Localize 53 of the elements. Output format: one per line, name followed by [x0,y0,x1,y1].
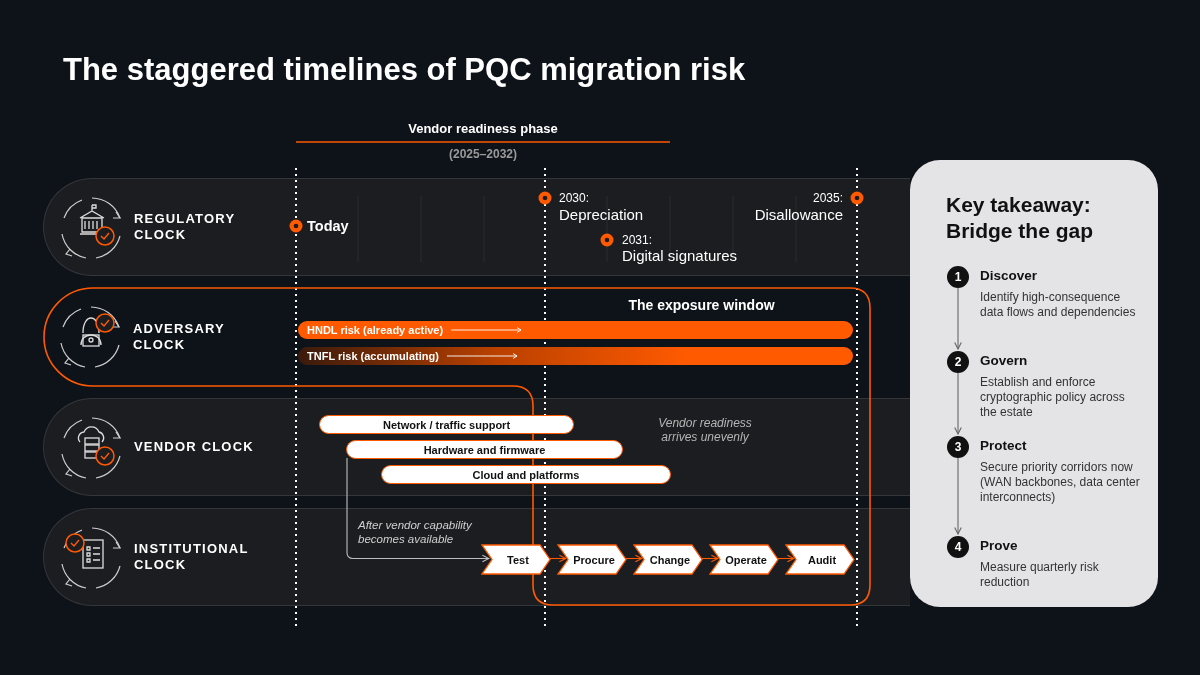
arrow [549,554,567,563]
arrow [954,287,962,350]
step-heading: Prove [980,538,1018,553]
timeline-label: 2031: [622,233,653,248]
process-step: Change [633,544,703,575]
step-description: Establish and enforce cryptographic policy across the estate [980,375,1126,420]
arrow [625,554,643,563]
timeline-label: Digital signatures [622,247,738,265]
timeline-label: Depreciation [559,206,644,224]
process-step: Test [481,544,551,575]
step-number: 4 [947,536,969,558]
timeline-label: 2035: [811,191,843,206]
panel-heading: Key takeaway: Bridge the gap [946,192,1094,244]
arrow [701,554,719,563]
band-title: INSTITUTIONAL CLOCK [134,541,250,573]
process-step: Procure [557,544,627,575]
step-number: 1 [947,266,969,288]
timeline-label: 2030: [559,191,590,206]
readiness-bar: Hardware and firmware [346,440,623,459]
process-step: Audit [785,544,855,575]
clock-band [43,398,910,496]
risk-bar [298,347,853,365]
step-number: 2 [947,351,969,373]
clock-band [43,508,910,606]
arrow [777,554,795,563]
note-text: Vendor readiness arrives unevenly [657,416,753,445]
timeline-label: (2025–2032) [447,147,519,162]
process-step: Operate [709,544,779,575]
arrow [954,372,962,435]
step-heading: Govern [980,353,1028,368]
step-number: 3 [947,436,969,458]
arrow [346,457,490,563]
timeline-label: Disallowance [753,206,843,224]
step-heading: Protect [980,438,1027,453]
takeaway-panel [910,160,1158,607]
bar-label: HNDL risk (already active) [307,324,444,336]
diagram-title: The staggered timelines of PQC migration risk [63,52,746,88]
arrow [954,457,962,535]
clock-band [43,178,910,276]
step-description: Identify high-consequence data flows and dependencies [980,290,1137,320]
band-title: REGULATORY CLOCK [134,211,237,243]
step-description: Measure quarterly risk reduction [980,560,1100,590]
readiness-bar: Network / traffic support [319,415,574,434]
step-description: Secure priority corridors now (WAN backbones, data center interconnects) [980,460,1140,505]
risk-bar [298,321,853,339]
band-title: ADVERSARY CLOCK [133,321,226,353]
bar-label: TNFL risk (accumulating) [307,350,439,362]
timeline-label: Today [307,218,349,236]
readiness-bar: Cloud and platforms [381,465,671,484]
step-heading: Discover [980,268,1038,283]
edge-label: After vendor capability becomes available [358,518,473,546]
timeline-label: Vendor readiness phase [407,121,559,137]
band-title: VENDOR CLOCK [134,439,255,455]
